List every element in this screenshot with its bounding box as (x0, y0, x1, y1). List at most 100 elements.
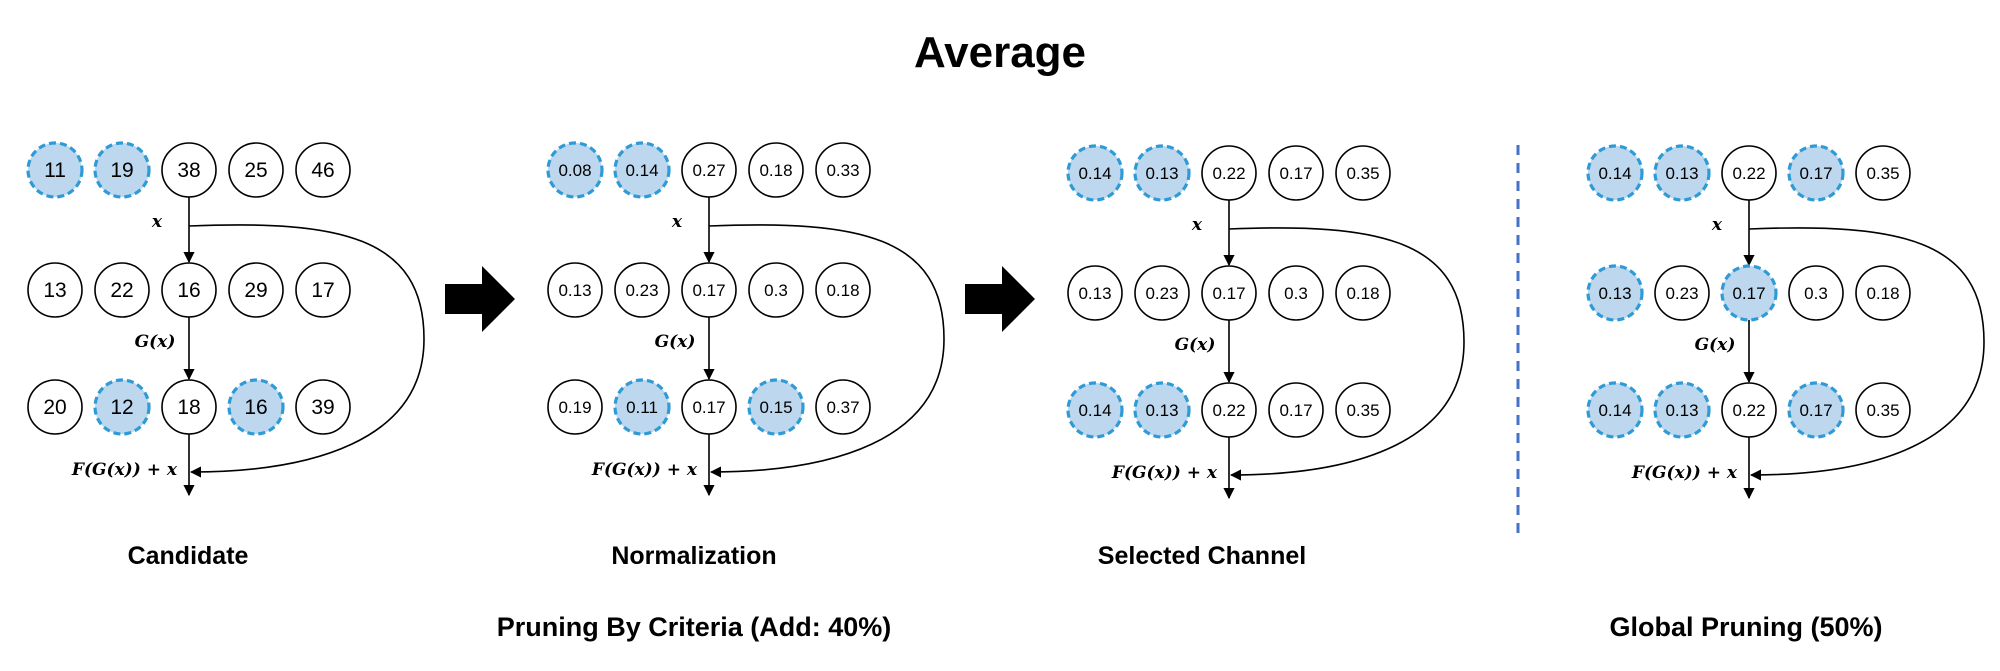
label-f: F(G(x)) + x (1111, 463, 1218, 483)
channel-node: 0.18 (1335, 265, 1391, 321)
channel-node: 0.13 (1067, 265, 1123, 321)
skip-connection (1748, 227, 1985, 481)
pruned-channel-circle (1720, 264, 1778, 322)
pruned-channel-circle (227, 378, 285, 436)
channel-value: 0.3 (764, 281, 788, 300)
channel-circle (1067, 265, 1123, 321)
channel-node: 0.14 (613, 141, 671, 199)
channel-node: 12 (93, 378, 151, 436)
channel-circle (161, 262, 217, 318)
label-x: x (671, 212, 683, 232)
channel-value: 0.15 (759, 398, 792, 417)
skip-connection (708, 224, 945, 478)
channel-value: 38 (177, 159, 200, 182)
channel-node: 0.13 (1133, 381, 1191, 439)
pruned-channel-circle (93, 378, 151, 436)
channel-value: 0.17 (1732, 284, 1765, 303)
channel-circle (681, 262, 737, 318)
channel-node: 0.17 (681, 379, 737, 435)
channel-node: 0.22 (1201, 382, 1257, 438)
channel-node: 0.27 (681, 142, 737, 198)
channel-value: 13 (43, 279, 66, 302)
channel-value: 0.17 (1799, 164, 1832, 183)
channel-value: 0.18 (1346, 284, 1379, 303)
channel-node: 0.23 (1134, 265, 1190, 321)
channel-node: 0.3 (1268, 265, 1324, 321)
channel-node: 0.23 (1654, 265, 1710, 321)
channel-value: 0.22 (1732, 164, 1765, 183)
channel-value: 0.13 (1145, 401, 1178, 420)
channel-node: 0.22 (1201, 145, 1257, 201)
channel-value: 12 (110, 396, 133, 419)
channel-node: 18 (161, 379, 217, 435)
group-caption-criteria: Pruning By Criteria (Add: 40%) (496, 612, 892, 642)
pruned-channel-circle (1653, 381, 1711, 439)
channel-circle (1335, 145, 1391, 201)
panel-caption-candidate: Candidate (127, 542, 249, 570)
channel-node: 0.35 (1335, 145, 1391, 201)
channel-circle (27, 262, 83, 318)
channel-node: 0.17 (1787, 144, 1845, 202)
channel-circle (748, 262, 804, 318)
channel-value: 0.13 (1665, 164, 1698, 183)
channel-circle (161, 142, 217, 198)
channel-value: 0.17 (1279, 401, 1312, 420)
channel-node: 0.13 (1653, 381, 1711, 439)
channel-node: 0.08 (546, 141, 604, 199)
channel-node: 0.11 (613, 378, 671, 436)
channel-node: 20 (27, 379, 83, 435)
channel-node: 0.33 (815, 142, 871, 198)
channel-value: 0.22 (1732, 401, 1765, 420)
channel-value: 0.22 (1212, 401, 1245, 420)
channel-circle (1855, 265, 1911, 321)
channel-value: 0.13 (1665, 401, 1698, 420)
pruned-channel-circle (1586, 381, 1644, 439)
channel-value: 0.13 (558, 281, 591, 300)
channel-value: 18 (177, 396, 200, 419)
channel-value: 0.27 (692, 161, 725, 180)
pruned-channel-circle (1133, 381, 1191, 439)
group-caption-global: Global Pruning (50%) (1609, 612, 1883, 642)
label-g: G(x) (135, 332, 176, 352)
channel-circle (681, 379, 737, 435)
channel-value: 0.23 (1665, 284, 1698, 303)
channel-node: 13 (27, 262, 83, 318)
channel-value: 0.13 (1078, 284, 1111, 303)
channel-node: 0.13 (1653, 144, 1711, 202)
pruned-channel-circle (1586, 264, 1644, 322)
pruned-channel-circle (747, 378, 805, 436)
channel-node: 16 (161, 262, 217, 318)
pruned-channel-circle (26, 141, 84, 199)
channel-circle (295, 379, 351, 435)
channel-node: 0.35 (1335, 382, 1391, 438)
channel-node: 0.14 (1066, 144, 1124, 202)
channel-circle (1335, 265, 1391, 321)
channel-node: 0.13 (1133, 144, 1191, 202)
channel-value: 0.08 (558, 161, 591, 180)
channel-node: 0.13 (1586, 264, 1644, 322)
channel-node: 0.22 (1721, 145, 1777, 201)
channel-circle (815, 142, 871, 198)
channel-node: 22 (94, 262, 150, 318)
channel-value: 0.3 (1284, 284, 1308, 303)
label-f: F(G(x)) + x (71, 460, 178, 480)
channel-node: 0.37 (815, 379, 871, 435)
channel-value: 0.17 (692, 398, 725, 417)
pruned-channel-circle (1586, 144, 1644, 202)
channel-circle (295, 142, 351, 198)
channel-value: 0.23 (625, 281, 658, 300)
channel-circle (547, 262, 603, 318)
label-f: F(G(x)) + x (1631, 463, 1738, 483)
channel-node: 0.17 (1268, 145, 1324, 201)
channel-value: 0.18 (1866, 284, 1899, 303)
channel-value: 0.37 (826, 398, 859, 417)
channel-circle (94, 262, 150, 318)
channel-circle (1855, 382, 1911, 438)
channel-value: 0.19 (558, 398, 591, 417)
label-x: x (1191, 215, 1203, 235)
channel-value: 0.35 (1346, 401, 1379, 420)
channel-node: 0.17 (1201, 265, 1257, 321)
